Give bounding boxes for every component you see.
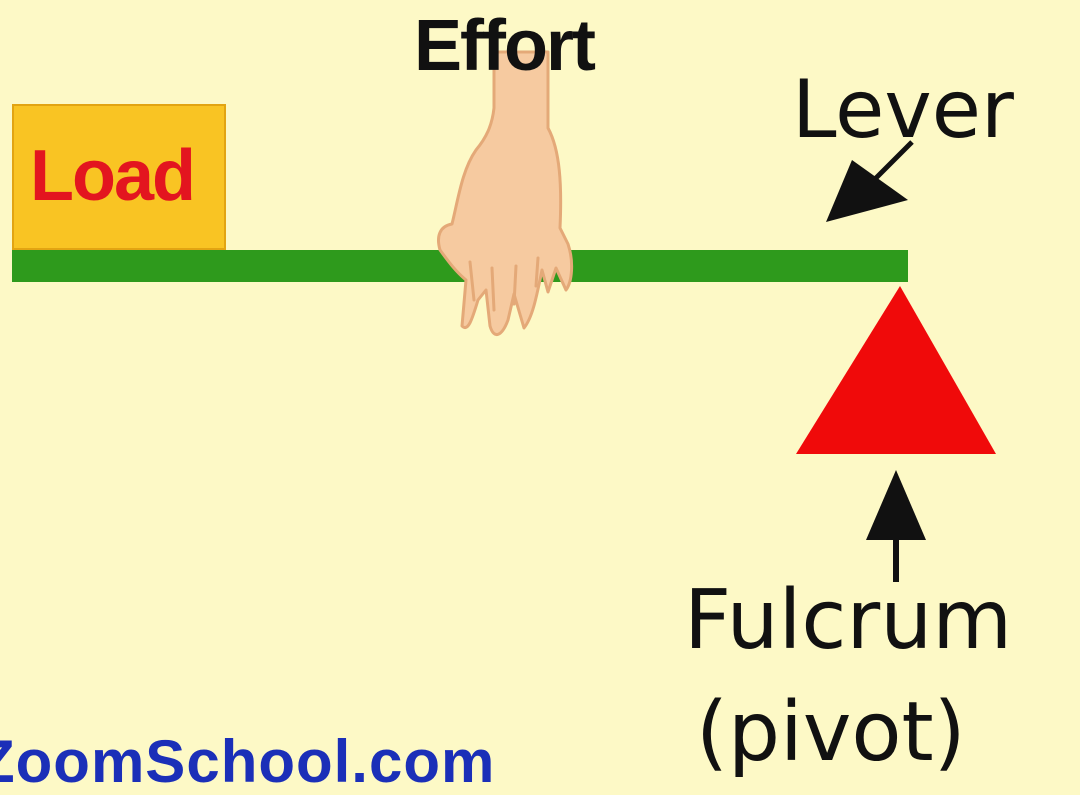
site-watermark: ZoomSchool.com <box>0 728 496 795</box>
arrow-to-lever-icon <box>826 140 914 222</box>
arrow-to-fulcrum-icon <box>866 470 926 582</box>
load-box <box>12 104 226 250</box>
fulcrum-triangle <box>796 286 996 454</box>
effort-label: Effort <box>414 6 596 86</box>
lever-label: Lever <box>792 63 1014 156</box>
load-label: Load <box>30 136 196 216</box>
fulcrum-label: Fulcrum <box>684 573 1013 668</box>
pivot-label: (pivot) <box>696 685 966 780</box>
hand-icon <box>437 50 574 336</box>
